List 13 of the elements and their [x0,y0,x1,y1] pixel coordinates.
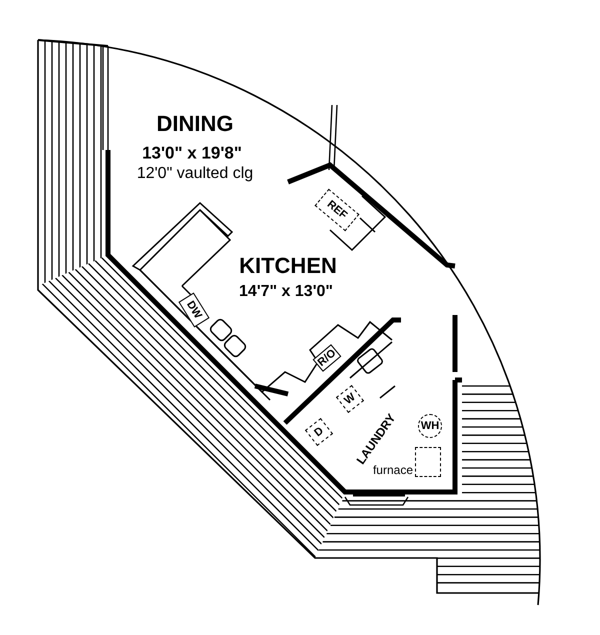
furnace-outline [415,447,441,477]
room-dimensions: 13'0" x 19'8" [142,144,242,162]
washer: W [336,384,364,414]
dishwasher: DW [178,292,210,328]
ceiling-note: 12'0" vaulted clg [136,166,254,182]
water-heater: WH [418,414,442,438]
room-label: DINING [156,113,234,135]
room-label: KITCHEN [239,255,337,277]
refrigerator: REF [314,188,360,232]
equipment-label: furnace [372,464,413,476]
dryer: D [304,418,334,446]
range: R/O [312,344,342,372]
room-dimensions: 14'7" x 13'0" [239,284,333,300]
